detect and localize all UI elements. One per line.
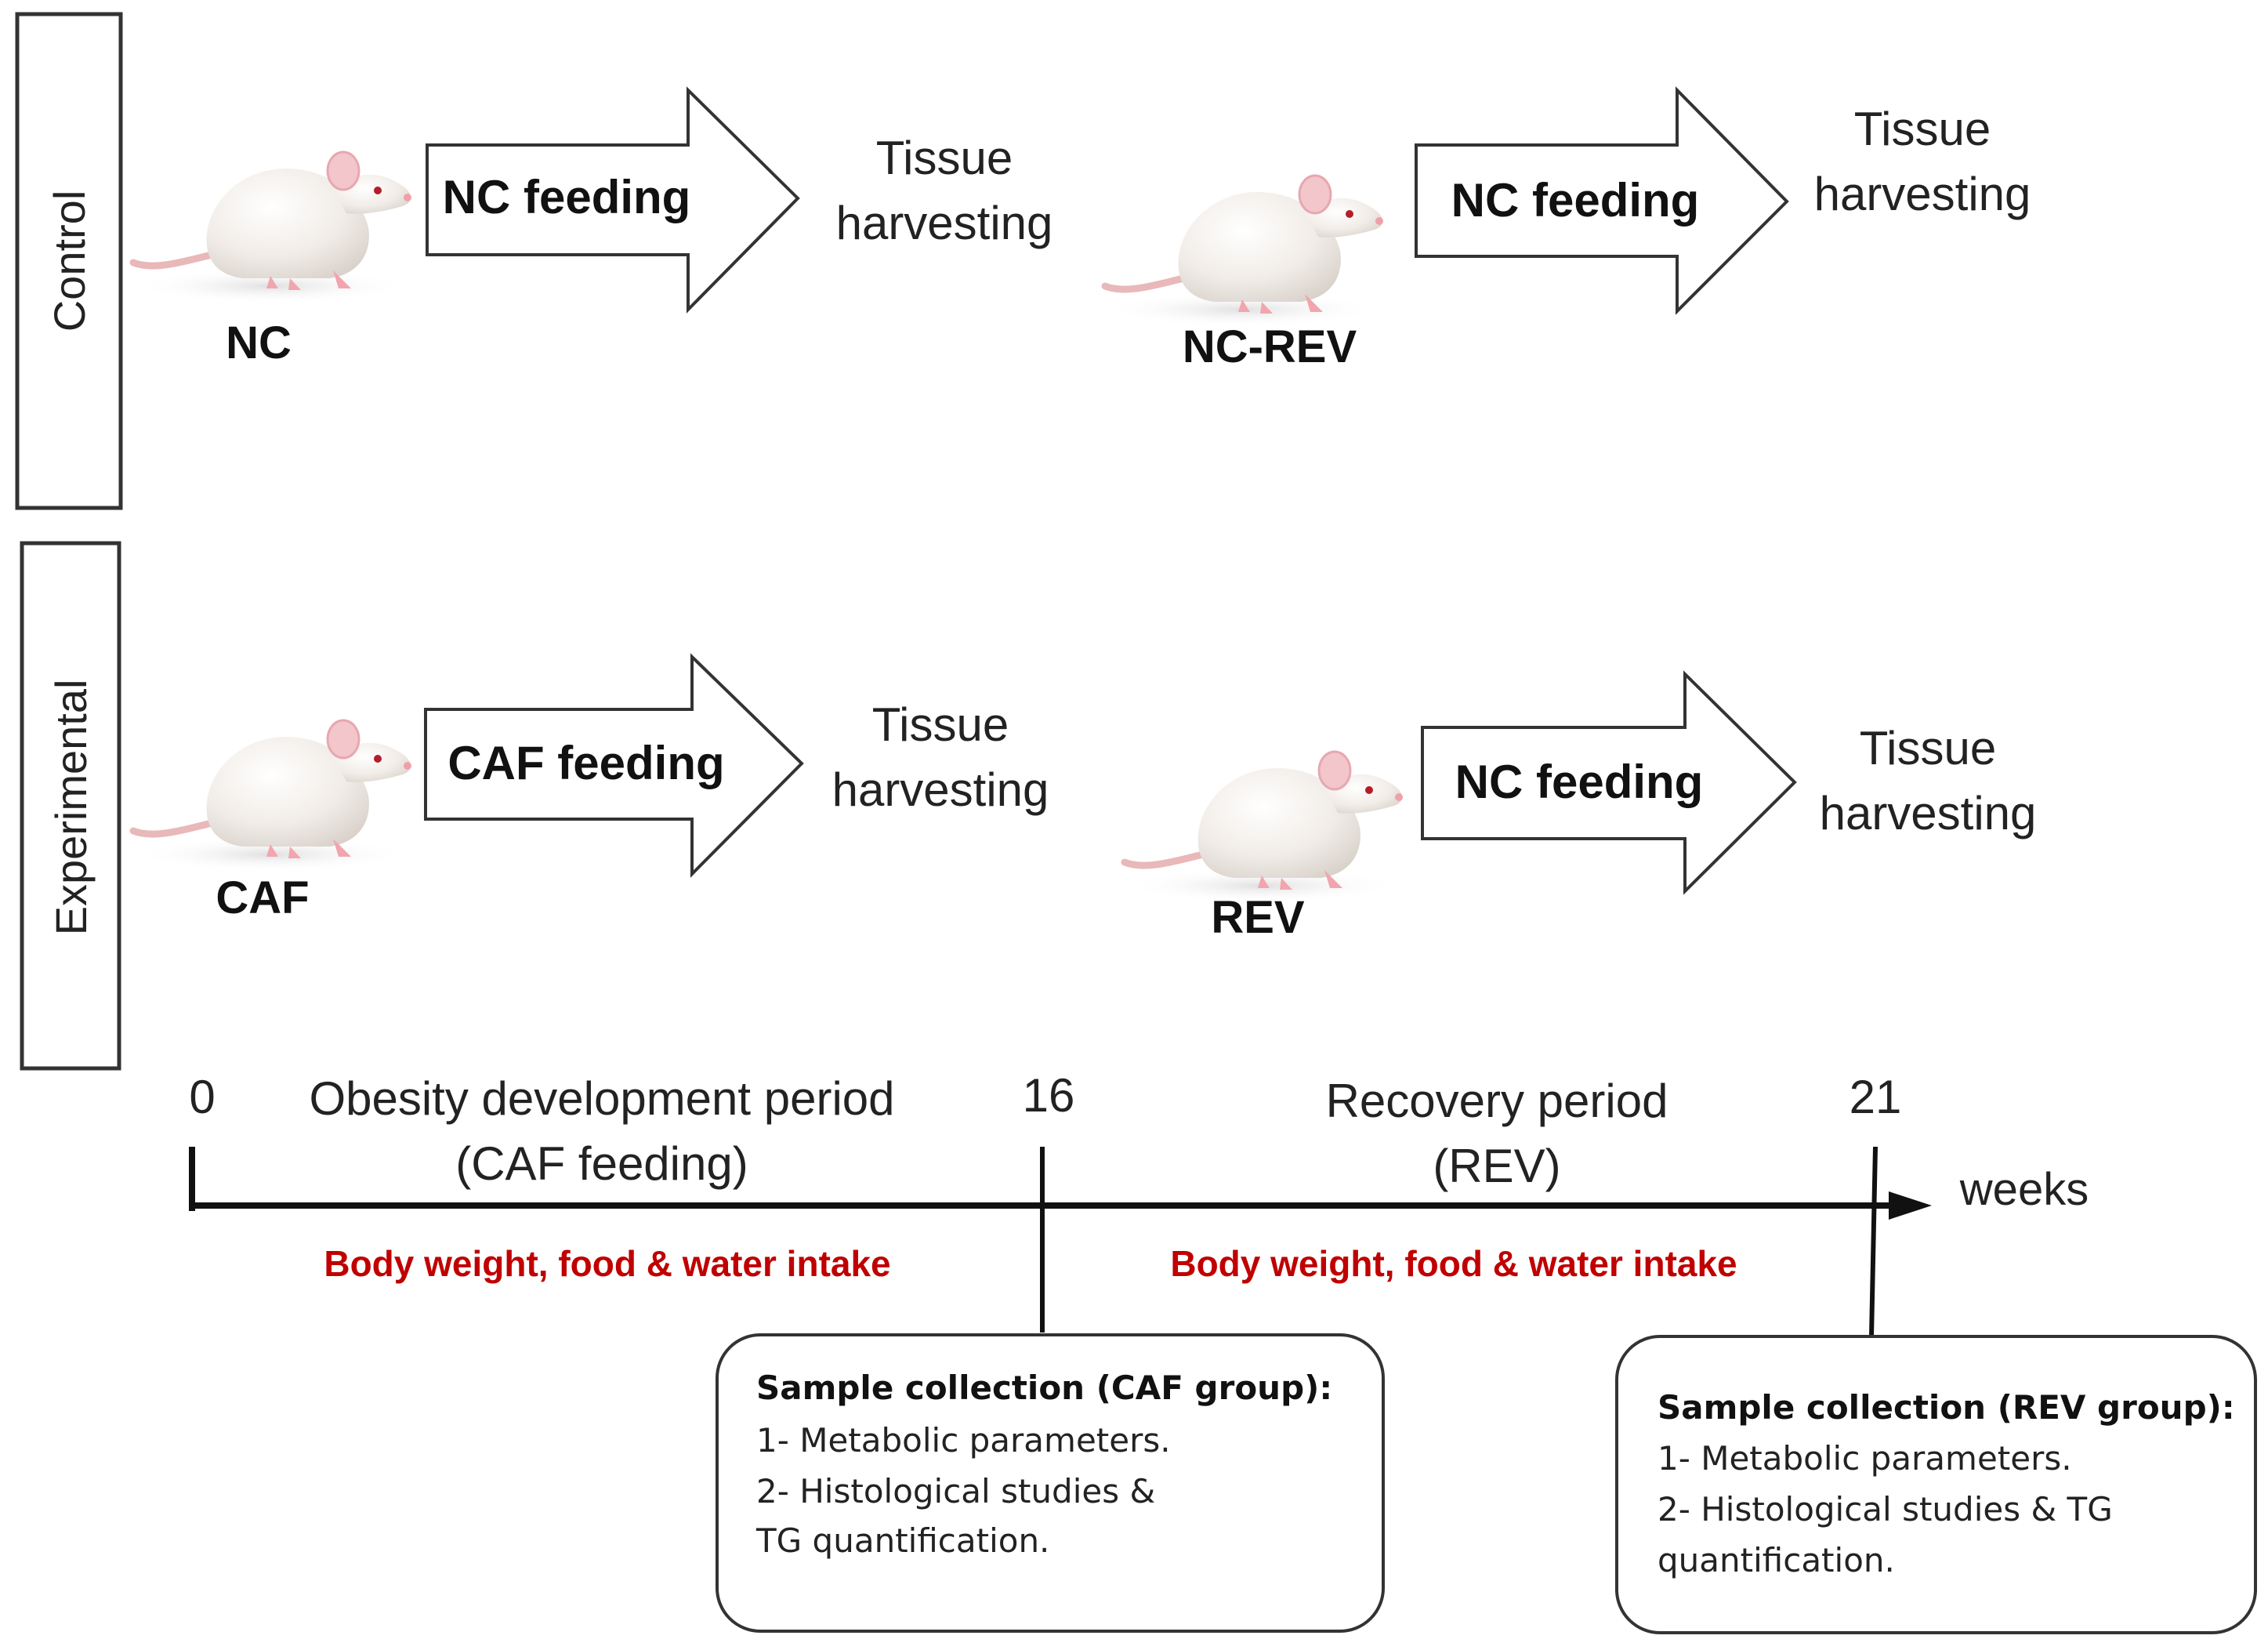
svg-text:Tissue: Tissue [1854,103,1991,155]
svg-text:(CAF feeding): (CAF feeding) [455,1137,748,1190]
svg-text:Recovery period: Recovery period [1326,1075,1668,1127]
sample-box-caf [716,1333,1385,1633]
timeline-unit-label: weeks [1959,1164,2089,1215]
arrow-label-experimental-second: NC feeding [1455,756,1704,808]
sample-box-caf-line1: 1- Metabolic parameters. [756,1421,1171,1460]
rat-image-nc-rev [1105,176,1383,327]
svg-text:harvesting: harvesting [832,763,1049,816]
experimental-row-label: Experimental [46,680,96,936]
tick-label-mid: 16 [1023,1069,1075,1122]
rat-image-caf [133,720,411,872]
svg-text:Tissue: Tissue [1860,722,1997,774]
svg-text:Tissue: Tissue [876,132,1013,184]
sample-box-caf-line3: TG quantification. [755,1521,1049,1560]
sample-box-rev-title: Sample collection (REV group): [1658,1388,2235,1427]
rat-image-nc [133,152,411,303]
arrow-label-control-first: NC feeding [443,171,691,223]
tick-label-end: 21 [1850,1071,1902,1123]
sample-box-rev-line2: 2- Histological studies & TG [1658,1490,2113,1528]
svg-text:(REV): (REV) [1433,1140,1560,1192]
svg-text:harvesting: harvesting [1820,787,2037,839]
rat-image-rev [1125,752,1403,903]
harvest-label-control-first: Tissue harvesting [836,132,1053,249]
control-row-box [15,12,123,510]
tick-label-start: 0 [189,1071,215,1123]
measurement-label-recovery: Body weight, food & water intake [1170,1243,1737,1284]
arrow-control-first [426,86,800,314]
arrow-experimental-second [1421,670,1797,895]
group-label-nc: NC [226,317,292,368]
harvest-label-experimental-second: Tissue harvesting [1820,722,2037,839]
svg-text:harvesting: harvesting [1814,168,2031,220]
svg-text:Obesity development period: Obesity development period [309,1072,894,1125]
measurement-label-obesity: Body weight, food & water intake [324,1243,890,1284]
sample-box-rev-line3: quantification. [1658,1541,1895,1579]
period-label-recovery: Recovery period (REV) [1326,1075,1668,1192]
sample-box-caf-line2: 2- Histological studies & [756,1472,1155,1510]
sample-box-rev-line1: 1- Metabolic parameters. [1658,1439,2072,1478]
control-row-label: Control [45,190,94,332]
sample-box-caf-title: Sample collection (CAF group): [756,1369,1332,1407]
group-label-rev: REV [1211,892,1305,943]
svg-text:Tissue: Tissue [872,698,1009,751]
svg-text:harvesting: harvesting [836,197,1053,249]
harvest-label-experimental-first: Tissue harvesting [832,698,1049,816]
harvest-label-control-second: Tissue harvesting [1814,103,2031,220]
tick-end [1869,1146,1878,1337]
arrow-label-control-second: NC feeding [1451,174,1700,227]
arrow-experimental-first [424,653,804,878]
group-label-caf: CAF [216,872,309,923]
experimental-row-box [20,541,121,1071]
period-label-obesity: Obesity development period (CAF feeding) [309,1072,894,1190]
arrow-label-experimental-first: CAF feeding [447,737,724,789]
timeline-arrowhead [1889,1191,1932,1220]
arrow-control-second [1415,86,1789,315]
sample-box-rev [1615,1335,2257,1634]
group-label-nc-rev: NC-REV [1183,321,1357,372]
